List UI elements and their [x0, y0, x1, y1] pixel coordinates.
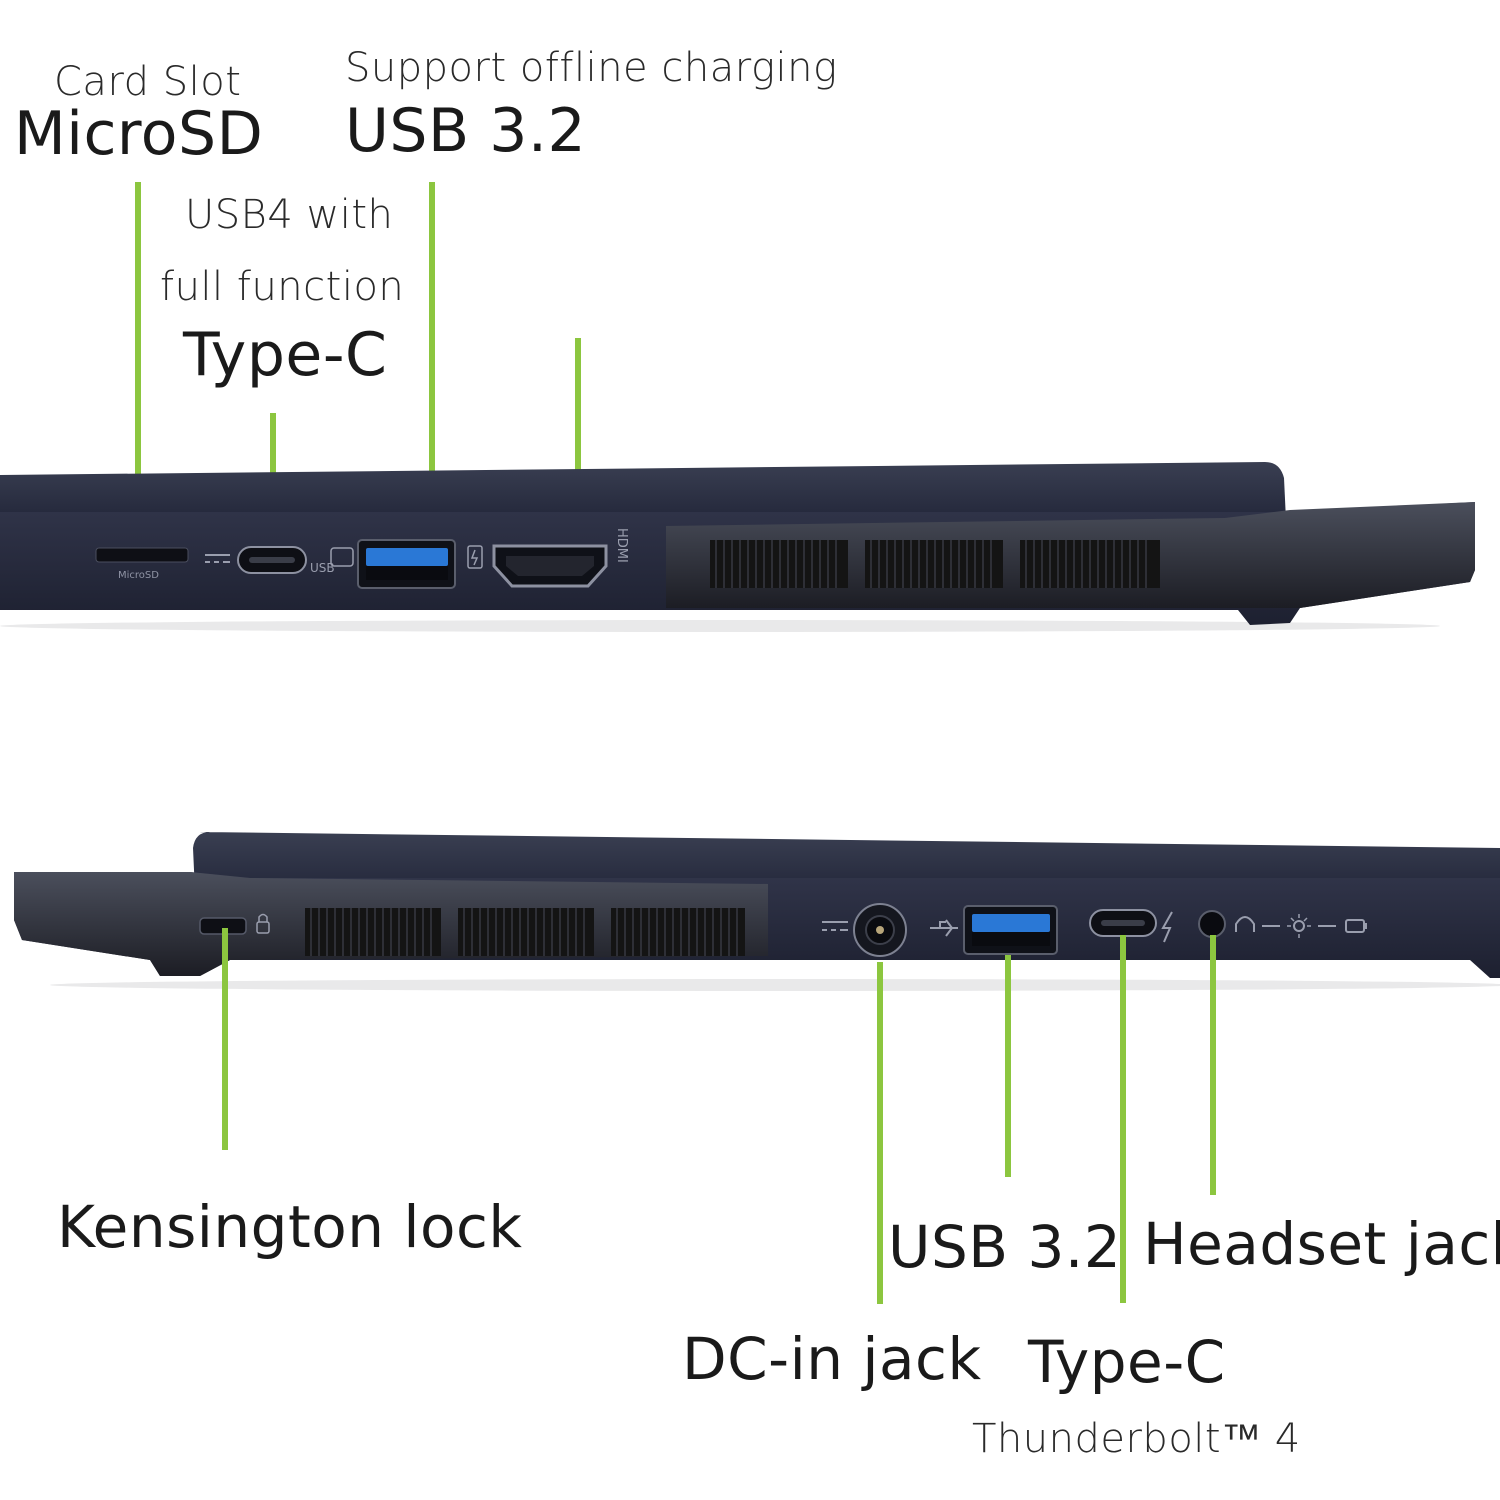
- card-slot-caption: Card Slot: [54, 59, 242, 105]
- usb4-caption-line1: USB4 with: [185, 192, 394, 238]
- headset-jack-title: Headset jack: [1143, 1210, 1500, 1278]
- typec-bottom-title: Type-C: [1028, 1328, 1226, 1396]
- leader-kensington: [222, 928, 228, 1150]
- microsd-mark: MicroSD: [118, 570, 159, 581]
- leader-microsd: [135, 182, 141, 552]
- leader-thunderbolt: [1120, 935, 1126, 1303]
- offline-charging-caption: Support offline charging: [345, 45, 838, 91]
- laptop-right-side: [14, 832, 1500, 991]
- usb4-caption-line2: full function: [160, 264, 405, 310]
- thunderbolt-caption: Thunderbolt™ 4: [972, 1416, 1301, 1462]
- leader-usb32-top: [429, 182, 435, 565]
- typec-top-title: Type-C: [183, 320, 388, 390]
- microsd-slot: [95, 547, 189, 563]
- microsd-title: MicroSD: [14, 99, 264, 169]
- usb32-top-title: USB 3.2: [345, 96, 587, 166]
- usb32-bottom-title: USB 3.2: [888, 1213, 1122, 1281]
- hdmi-mark: HDMI: [614, 528, 629, 563]
- leader-headset: [1210, 935, 1216, 1195]
- headset-jack-port: [1198, 910, 1226, 938]
- laptop-left-side: MicroSD USB HDMI: [0, 462, 1475, 632]
- usb-mark: USB: [310, 561, 335, 575]
- leader-dc-in: [877, 962, 883, 1304]
- leader-hdmi: [575, 338, 581, 570]
- leader-usb32-bottom: [1005, 955, 1011, 1177]
- kensington-lock-title: Kensington lock: [57, 1193, 523, 1261]
- dc-in-jack-title: DC-in jack: [682, 1325, 982, 1393]
